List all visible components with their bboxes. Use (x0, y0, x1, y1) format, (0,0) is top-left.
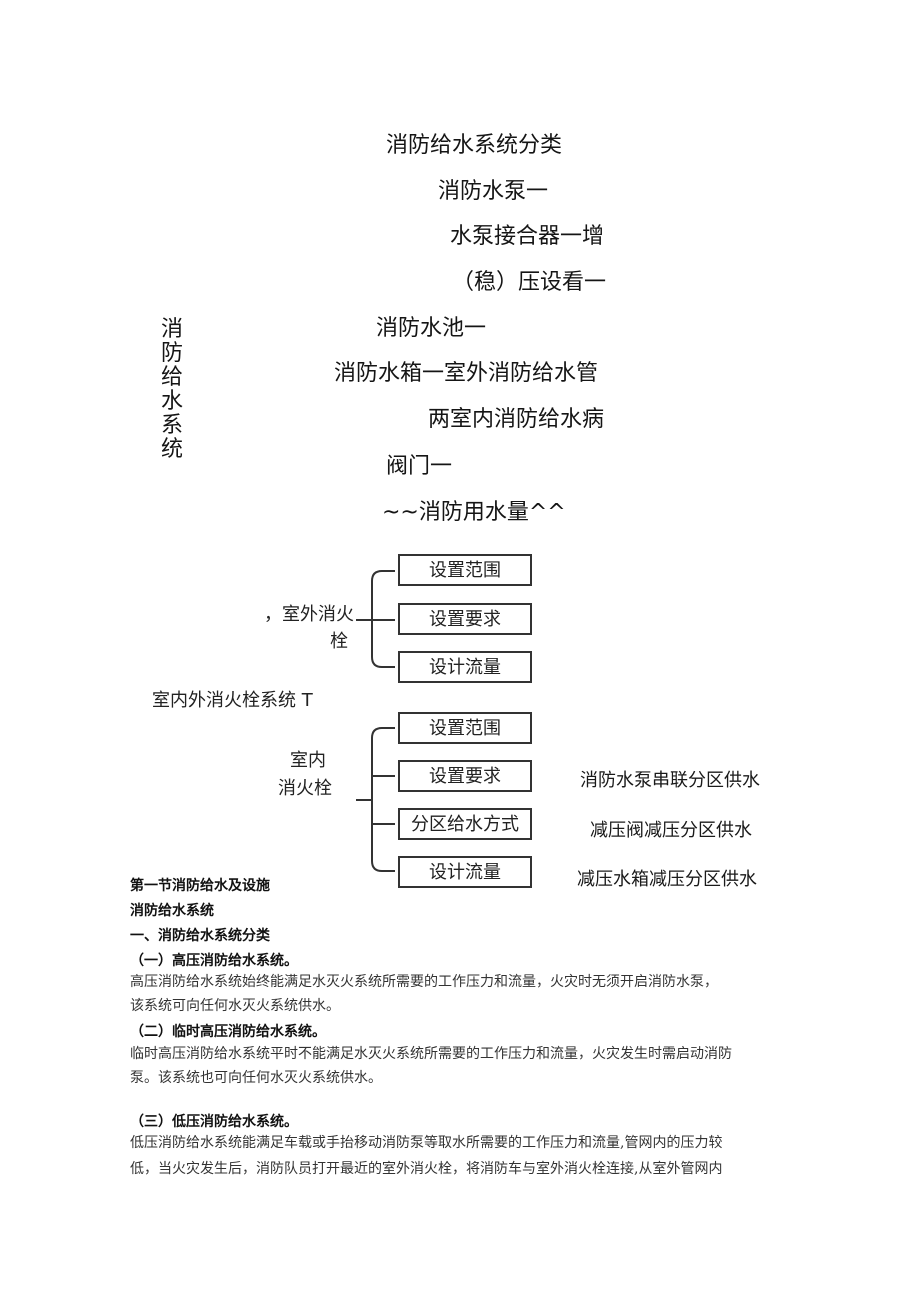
outdoor-box-scope: 设置范围 (398, 554, 532, 586)
vertical-char: 消 (160, 317, 183, 342)
paragraph-temp-high-pressure-line2: 泵。该系统也可向任何水灭火系统供水。 (130, 1070, 382, 1086)
vertical-char: 给 (160, 365, 183, 390)
note-pressure-tank: 减压水箱减压分区供水 (577, 869, 757, 890)
hydrant-system-root-label: 室内外消火栓系统 T (152, 690, 313, 711)
paragraph-high-pressure-line1: 高压消防给水系统始终能满足水灭火系统所需要的工作压力和流量，火灾时无须开启消防水… (130, 974, 718, 990)
vertical-char: 系 (160, 413, 183, 438)
mindmap-line: 消防水箱一室外消防给水管 (334, 361, 599, 386)
mindmap-line: （稳）压设看一 (452, 270, 607, 295)
paragraph-temp-high-pressure-line1: 临时高压消防给水系统平时不能满足水灭火系统所需要的工作压力和流量，火灾发生时需启… (130, 1046, 732, 1062)
paragraph-low-pressure-line1: 低压消防给水系统能满足车载或手抬移动消防泵等取水所需要的工作压力和流量,管网内的… (130, 1135, 723, 1151)
indoor-bracket (371, 727, 395, 872)
vertical-char: 水 (160, 389, 183, 414)
heading-section: 第一节消防给水及设施 (130, 878, 270, 894)
indoor-box-scope: 设置范围 (398, 712, 532, 744)
mindmap-line: 水泵接合器一增 (450, 224, 605, 249)
vertical-char: 防 (160, 341, 183, 366)
heading-system: 消防给水系统 (130, 903, 214, 919)
paragraph-high-pressure-line2: 该系统可向任何水灭火系统供水。 (130, 998, 340, 1014)
mindmap-line: 阀门一 (386, 454, 453, 479)
mindmap-line: ~~消防用水量^^ (382, 500, 566, 525)
outdoor-box-requirement: 设置要求 (398, 603, 532, 635)
note-pump-series: 消防水泵串联分区供水 (580, 770, 760, 791)
subheading-low-pressure: （三）低压消防给水系统。 (130, 1114, 298, 1130)
mindmap-line: 消防水池一 (376, 316, 487, 341)
outdoor-hydrant-label-line2: 栓 (330, 631, 348, 652)
subheading-temp-high-pressure: （二）临时高压消防给水系统。 (130, 1024, 326, 1040)
heading-classification: 一、消防给水系统分类 (130, 928, 270, 944)
vertical-system-title: 消 防 给 水 系 统 (158, 318, 186, 462)
mindmap-line: 消防给水系统分类 (386, 133, 563, 158)
mindmap-line: 两室内消防给水病 (428, 407, 605, 432)
indoor-hydrant-label-line2: 消火栓 (278, 778, 332, 799)
subheading-high-pressure: （一）高压消防给水系统。 (130, 953, 298, 969)
note-pressure-valve: 减压阀减压分区供水 (590, 820, 752, 841)
paragraph-low-pressure-line2: 低，当火灾发生后，消防队员打开最近的室外消火栓，将消防车与室外消火栓连接,从室外… (130, 1161, 723, 1177)
indoor-box-zoning: 分区给水方式 (398, 808, 532, 840)
outdoor-box-flow: 设计流量 (398, 651, 532, 683)
outdoor-hydrant-label-line1: ，室外消火 (264, 604, 354, 625)
indoor-box-requirement: 设置要求 (398, 760, 532, 792)
mindmap-line: 消防水泵一 (438, 179, 549, 204)
indoor-box-flow: 设计流量 (398, 856, 532, 888)
vertical-char: 统 (160, 437, 183, 462)
indoor-hydrant-label-line1: 室内 (290, 750, 326, 771)
